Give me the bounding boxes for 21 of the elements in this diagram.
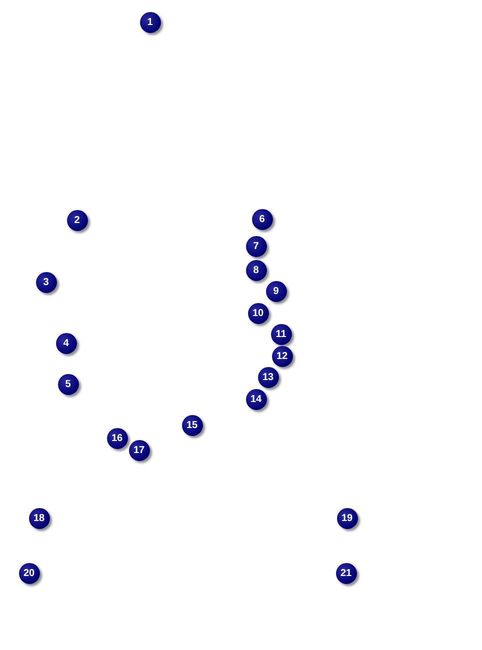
callout-number: 21 xyxy=(336,562,356,584)
callout-number: 4 xyxy=(56,332,76,354)
callout-number: 3 xyxy=(36,272,56,292)
callout-number: 18 xyxy=(28,508,50,528)
callout-number: 15 xyxy=(182,414,202,436)
callout-number: 9 xyxy=(266,280,286,302)
callout-number: 11 xyxy=(270,324,292,344)
callout-number: 7 xyxy=(246,236,266,256)
callout-number: 14 xyxy=(246,388,266,410)
callout-number: 13 xyxy=(258,366,278,388)
callout-number: 5 xyxy=(58,374,78,394)
callout-number: 12 xyxy=(272,346,292,366)
callout-number: 10 xyxy=(248,302,268,324)
callout-number: 1 xyxy=(140,12,160,32)
callout-number: 17 xyxy=(128,440,150,460)
callout-number: 6 xyxy=(252,208,272,230)
callout-number: 2 xyxy=(66,210,88,230)
callout-number: 16 xyxy=(106,428,128,448)
callout-number: 19 xyxy=(336,508,358,528)
callout-number: 20 xyxy=(18,562,40,584)
callout-number: 8 xyxy=(246,260,266,280)
